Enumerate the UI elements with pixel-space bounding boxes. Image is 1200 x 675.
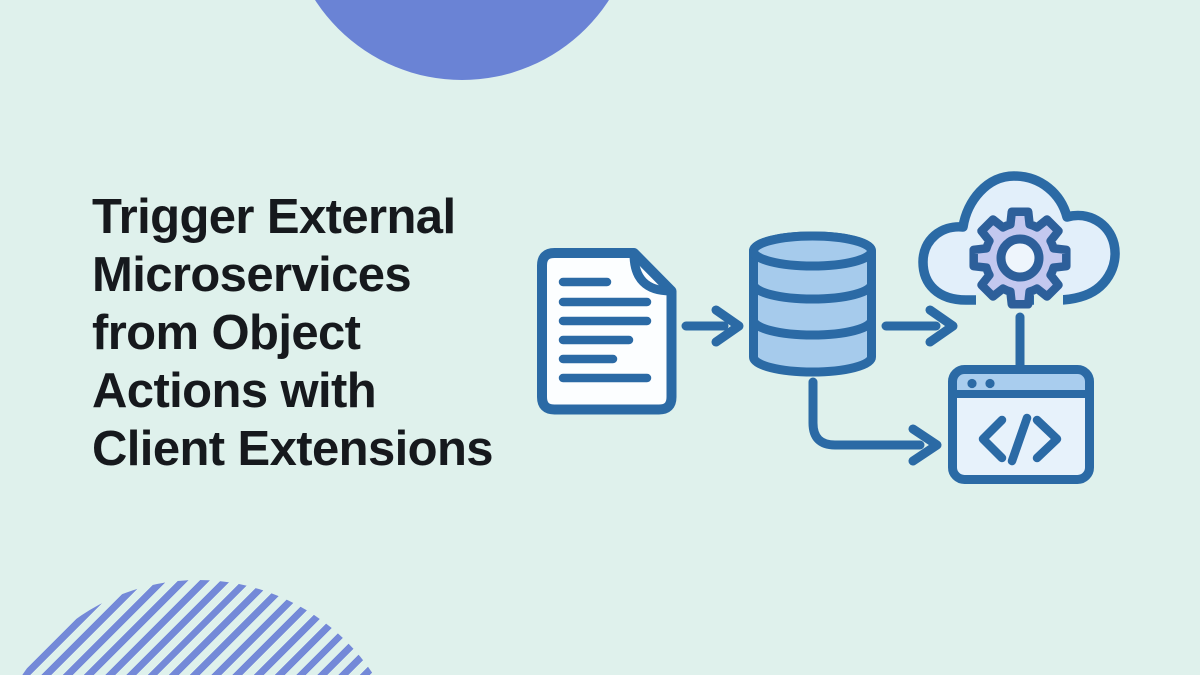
- window-dot-2: [985, 378, 995, 389]
- decorative-circle-top: [287, 0, 637, 80]
- database-icon: [749, 231, 876, 377]
- document-fold: [629, 249, 675, 296]
- arrow-document-to-database: [681, 305, 744, 347]
- decorative-striped-circle: [0, 580, 408, 675]
- database-band-lines: [749, 279, 876, 340]
- database-top-ellipse: [749, 231, 876, 271]
- page-title: Trigger External Microservices from Obje…: [92, 190, 494, 476]
- document-text-lines: [558, 277, 652, 383]
- arrow-database-to-cloud: [881, 305, 958, 347]
- flow-diagram: [537, 171, 1120, 484]
- code-glyph: [978, 413, 1062, 466]
- document-icon: [537, 248, 677, 415]
- window-dot-1: [967, 378, 977, 389]
- elbow-arrow-database-to-browser: [808, 377, 942, 466]
- browser-title-bar: [952, 369, 1090, 394]
- gear-icon: [969, 207, 1071, 309]
- browser-frame: [948, 365, 1094, 484]
- browser-code-icon: [948, 365, 1094, 484]
- gear-center: [996, 234, 1044, 282]
